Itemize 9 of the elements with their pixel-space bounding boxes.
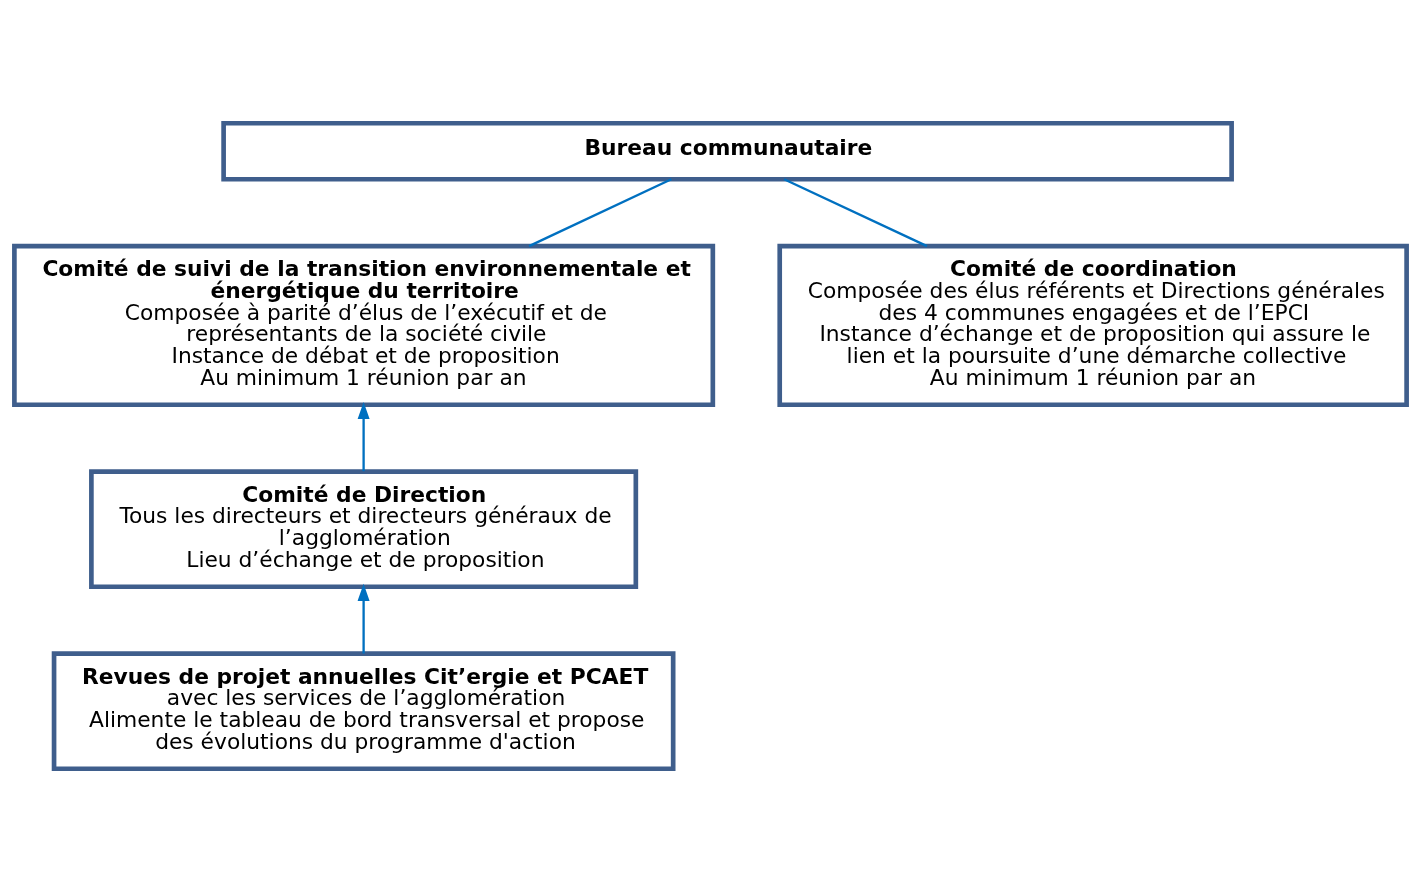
node-box: Bureau communautaire [221, 120, 1234, 182]
node-box: Comité de coordination Composée des élus référents et Directions générales des 4 communes engagées et de l’EPCI Instance d’échange et de proposition qui assure le lien et la poursuite d’une démarche collective Au minimum 1 réunion par an [777, 243, 1409, 407]
node-box: Comité de suivi de la transition environnementale et énergétique du territoire Composée à parité d’élus de l’exécutif et de représentants de la société civile Instance de débat et de proposition Au minimum 1 réunion par an [12, 243, 716, 407]
node-box: Revues de projet annuelles Cit’ergie et PCAET avec les services de l’agglomération Alimente le tableau de bord transversal et propose des évolutions du programme d'action [51, 650, 676, 771]
arrow [357, 583, 370, 654]
connector [783, 177, 928, 247]
node-box: Comité de Direction Tous les directeurs et directeurs généraux de l’agglomération Lieu d’échange et de proposition [89, 468, 639, 589]
arrow [357, 401, 370, 471]
connector [528, 177, 672, 247]
